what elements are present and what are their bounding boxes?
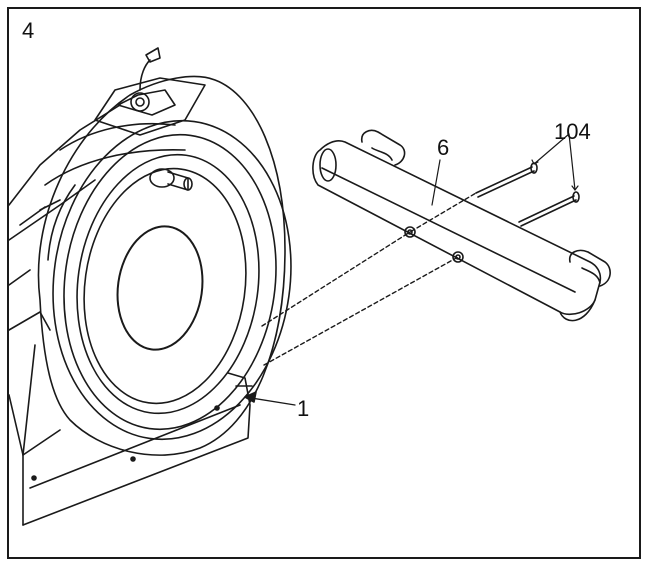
leader-line-6 bbox=[431, 159, 441, 206]
flywheel-shroud bbox=[37, 47, 292, 456]
step-number: 4 bbox=[22, 18, 35, 43]
main-frame-part-1 bbox=[8, 104, 253, 526]
callout-bolts: 104 bbox=[554, 119, 591, 144]
callout-crossbar: 6 bbox=[437, 135, 450, 160]
diagram-frame bbox=[7, 7, 641, 559]
bolts-part-104 bbox=[475, 133, 580, 227]
leader-arrow-1 bbox=[244, 391, 296, 406]
crossbar-part-6 bbox=[312, 129, 611, 322]
callout-frame: 1 bbox=[297, 396, 310, 421]
alignment-lines bbox=[261, 192, 477, 366]
